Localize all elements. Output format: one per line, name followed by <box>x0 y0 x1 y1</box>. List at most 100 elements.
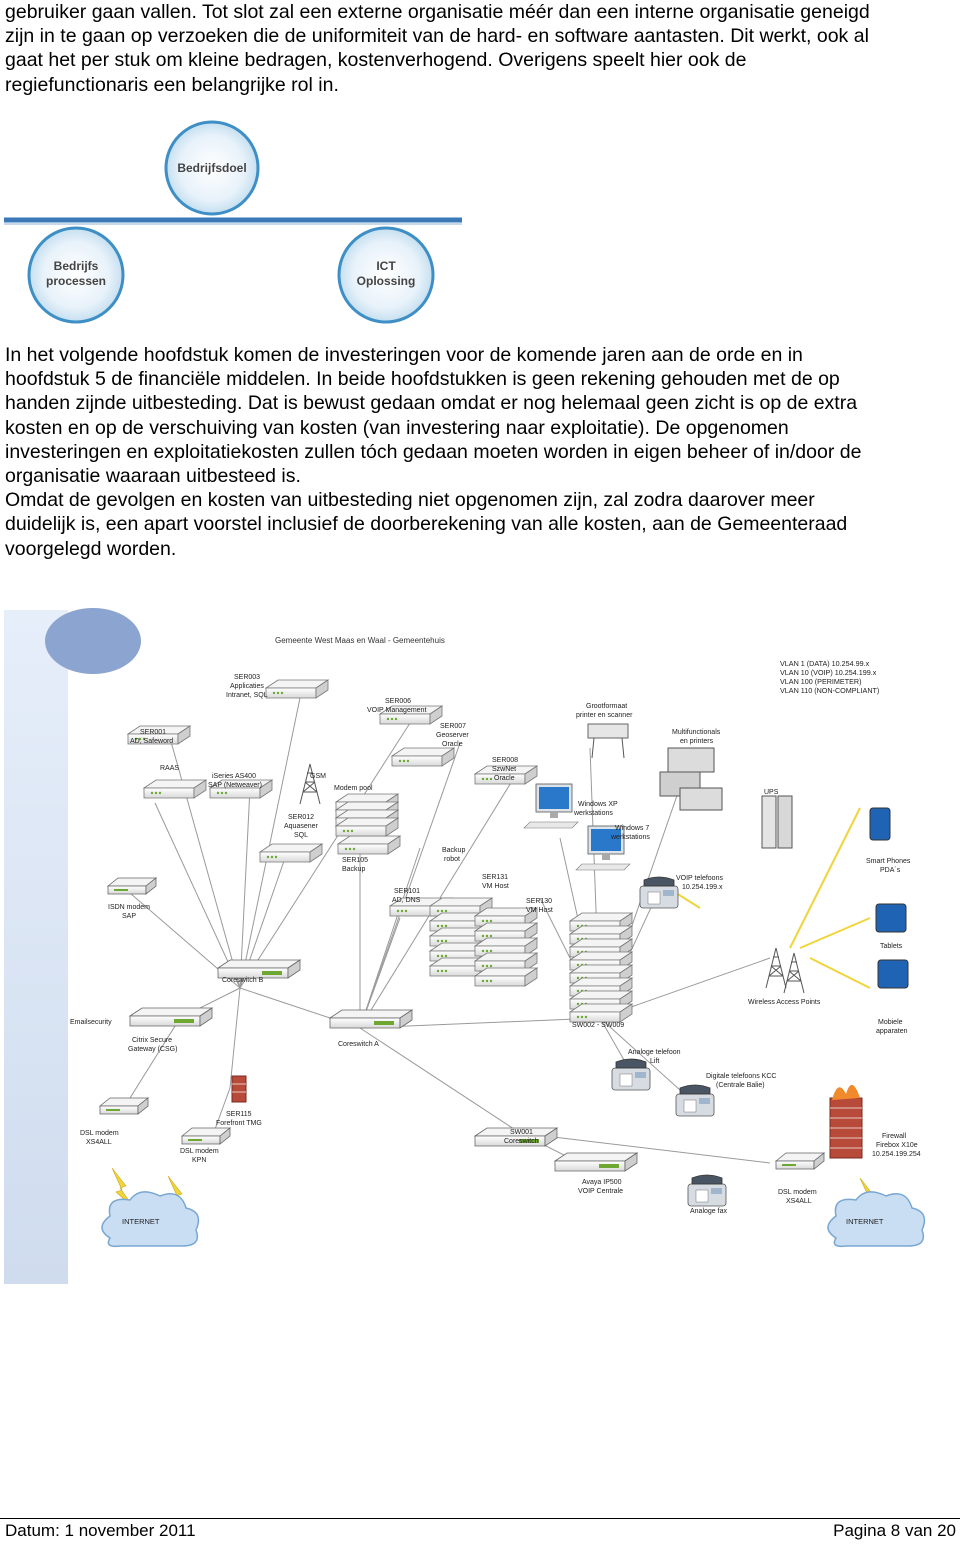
isdn-modem-icon <box>107 877 157 895</box>
label-left-1: Bedrijfs <box>54 259 99 273</box>
footer-date: Datum: 1 november 2011 <box>5 1521 196 1540</box>
label-tablets: Tablets <box>880 943 903 950</box>
dsl-modem-icon <box>181 1127 231 1145</box>
label-left-2: processen <box>46 274 106 288</box>
label-analoge-2: Lift <box>650 1058 659 1065</box>
label-ser105-2: Backup <box>342 866 365 873</box>
label-coreswitchb: Coreswitch B <box>222 977 264 984</box>
label-mobiele-1: Mobiele <box>878 1019 903 1026</box>
label-grootformaat-1: Grootformaat <box>586 703 627 710</box>
label-citrix-1: Citrix Secure <box>132 1037 172 1044</box>
windows-7-icon <box>575 825 631 871</box>
dsl-modem-icon <box>775 1152 825 1170</box>
switch-stack-icon <box>569 912 633 1023</box>
vlan-110: VLAN 110 (NON-COMPLIANT) <box>780 686 879 695</box>
label-ser003-2: Applicaties <box>230 683 264 690</box>
network-title: Gemeente West Maas en Waal - Gemeentehui… <box>275 636 445 645</box>
label-ser003-1: SER003 <box>234 674 260 681</box>
label-ser101-1: SER101 <box>394 888 420 895</box>
label-right-1: ICT <box>376 259 396 273</box>
text-line: hoofdstuk 5 de financiële middelen. In b… <box>5 368 840 391</box>
label-ser115-1: SER115 <box>226 1111 252 1118</box>
label-ser012-3: SQL <box>294 832 308 839</box>
label-ser131-1: SER131 <box>482 874 508 881</box>
label-isdn-2: SAP <box>122 913 136 920</box>
digital-phone-icon <box>675 1084 715 1117</box>
firewall-icon <box>829 1084 863 1159</box>
vlan-10: VLAN 10 (VOIP) 10.254.199.x <box>780 668 877 677</box>
diagram-header-oval <box>45 608 141 674</box>
label-firewall-1: Firewall <box>882 1133 907 1140</box>
internet-label-left: INTERNET <box>122 1217 160 1226</box>
paragraph-body: In het volgende hoofdstuk komen de inves… <box>5 343 945 561</box>
label-iseries-2: SAP (Netweaver) <box>208 782 262 789</box>
label-wap: Wireless Access Points <box>748 999 821 1006</box>
smartphone-icon <box>869 807 891 841</box>
label-ser003-3: Intranet, SQL <box>226 692 268 699</box>
label-grootformaat-2: printer en scanner <box>576 712 633 719</box>
footer-page-number: Pagina 8 van 20 <box>833 1521 956 1540</box>
label-voip-1: VOIP telefoons <box>676 875 723 882</box>
diagram-sidebar <box>4 610 68 1284</box>
label-raas: RAAS <box>160 765 179 772</box>
label-analogefax: Analoge fax <box>690 1208 727 1215</box>
circle-left <box>27 226 125 324</box>
label-analoge-1: Analoge telefoon <box>628 1049 681 1056</box>
text-line: Omdat de gevolgen en kosten van uitbeste… <box>5 489 815 512</box>
text-line: zijn in te gaan op verzoeken die de unif… <box>5 25 869 48</box>
modem-pool-icon <box>335 793 399 837</box>
label-ser001-1: SER001 <box>140 729 166 736</box>
windows-xp-icon <box>523 783 579 829</box>
label-ser012-2: Aquasener <box>284 823 319 830</box>
gsm-tower-icon <box>299 763 321 805</box>
text-line: voorgelegd worden. <box>5 537 177 560</box>
label-win7-2: werkstations <box>610 834 650 841</box>
text-line: In het volgende hoofdstuk komen de inves… <box>5 344 803 366</box>
server-icon <box>337 835 401 855</box>
network-labels: SER003 Applicaties Intranet, SQL SER006 … <box>70 674 921 1215</box>
page-footer: Datum: 1 november 2011 Pagina 8 van 20 <box>0 1518 960 1545</box>
text-line: kosten en op de verschuiving van kosten … <box>5 416 789 439</box>
label-smartphones-1: Smart Phones <box>866 858 911 865</box>
label-voip-2: 10.254.199.x <box>682 884 723 891</box>
label-dslkpn-1: DSL modem <box>180 1148 219 1155</box>
label-ser001-2: AD, Safeword <box>130 738 173 745</box>
wireless-tower-icon <box>765 947 787 989</box>
circle-right <box>337 226 435 324</box>
text-line: regiefunctionaris een belangrijke rol in… <box>5 73 339 96</box>
analog-phone-icon <box>611 1058 651 1091</box>
label-digitale-1: Digitale telefoons KCC <box>706 1073 776 1080</box>
label-sw001-1: SW001 <box>510 1129 533 1136</box>
label-ser131-2: VM Host <box>482 883 509 890</box>
label-mobiele-2: apparaten <box>876 1028 908 1035</box>
label-ser007-2: Geoserver <box>436 732 469 739</box>
label-ser006-2: VOIP Management <box>367 707 426 714</box>
circle-top <box>164 120 260 216</box>
label-ser130-2: VM Host <box>526 907 553 914</box>
label-ser115-2: Forefront TMG <box>216 1120 262 1127</box>
label-ser008-1: SER008 <box>492 757 518 764</box>
text-line: gaat het per stuk om kleine bedragen, ko… <box>5 49 747 72</box>
label-multi-2: en printers <box>680 738 714 745</box>
wireless-tower-icon <box>783 952 805 994</box>
printer-icon <box>659 747 723 811</box>
label-ser105-1: SER105 <box>342 857 368 864</box>
coreswitch-b-icon <box>217 959 301 979</box>
server-icon <box>265 679 329 699</box>
label-avaya-2: VOIP Centrale <box>578 1188 623 1195</box>
mobile-device-icon <box>877 959 909 989</box>
text-line: investeringen en exploitatiekosten zulle… <box>5 440 862 463</box>
vlan-100: VLAN 100 (PERIMETER) <box>780 677 861 686</box>
label-dslkpn-2: KPN <box>192 1157 206 1164</box>
vlan-legend: VLAN 1 (DATA) 10.254.99.x VLAN 10 (VOIP)… <box>780 659 879 695</box>
label-gsm: GSM <box>310 773 326 780</box>
label-avaya-1: Avaya IP500 <box>582 1179 622 1186</box>
label-ser008-3: Oracle <box>494 775 515 782</box>
label-modempool: Modem pool <box>334 785 373 792</box>
text-line: organisatie waaraan uitbesteed is. <box>5 465 301 488</box>
text-line: handen zijnde uitbesteding. Dat is bewus… <box>5 392 858 415</box>
label-winxp-2: werkstations <box>573 810 613 817</box>
tablet-icon <box>875 903 907 933</box>
fax-icon <box>687 1174 727 1207</box>
label-ser101-2: AD, DNS <box>392 897 421 904</box>
